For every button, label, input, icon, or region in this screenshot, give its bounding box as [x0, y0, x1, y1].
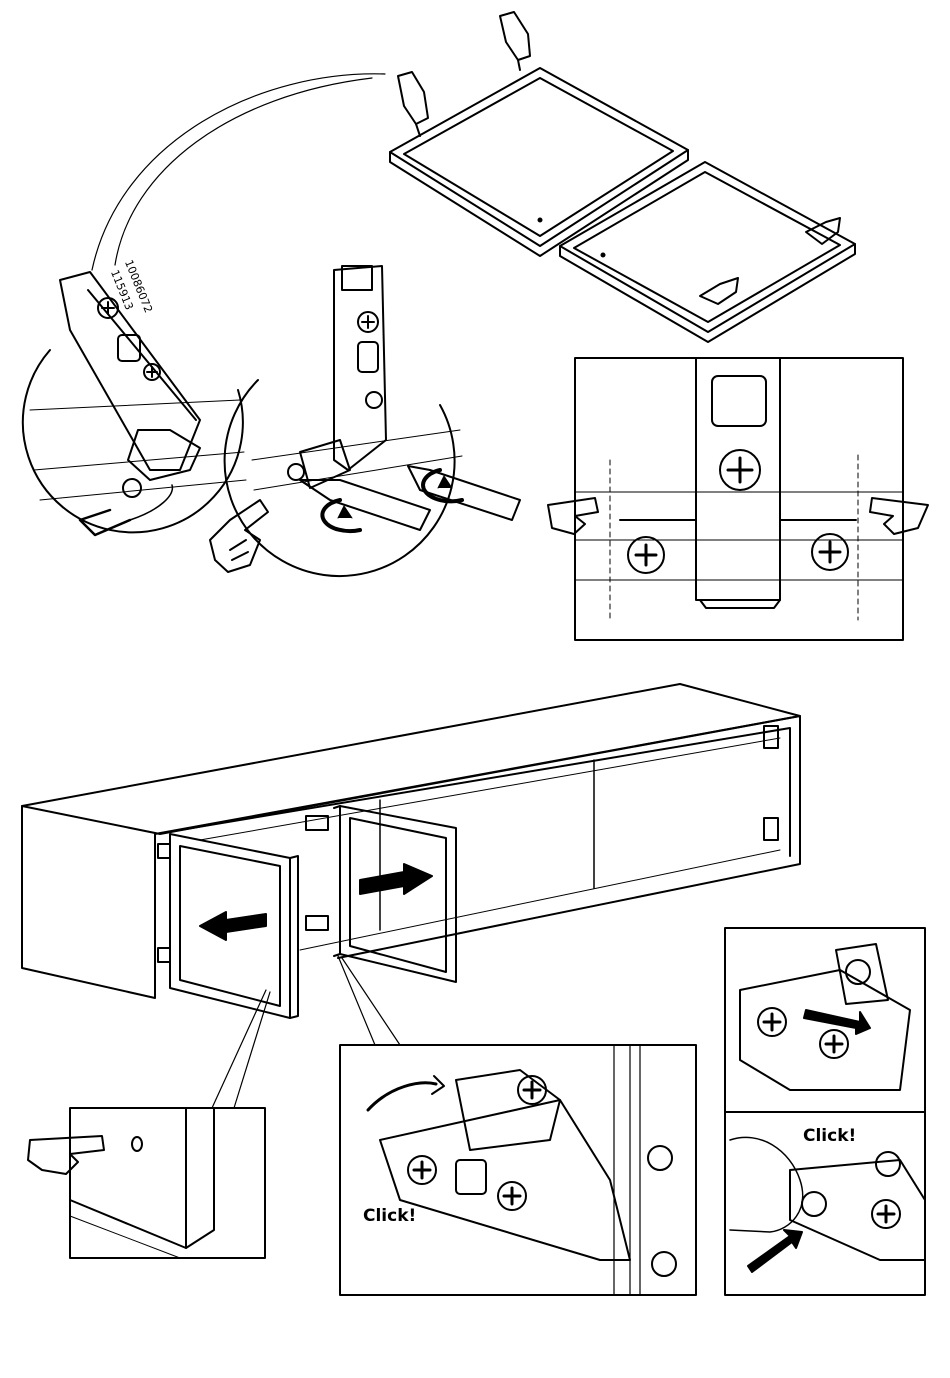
hinge-detail-circle-mid	[225, 266, 520, 576]
alignment-detail-box	[548, 358, 928, 640]
door-frames-top	[390, 12, 855, 342]
hand-pointer-icon	[210, 500, 268, 572]
cabinet	[22, 684, 800, 1018]
arrow-left-icon	[200, 912, 266, 940]
hinge-slide-detail	[725, 928, 925, 1112]
hinge-click-detail	[340, 1045, 696, 1295]
hinge-detail-circle-left	[23, 272, 246, 535]
click-callout: Click!	[363, 1206, 416, 1226]
click-callout: Click!	[803, 1126, 856, 1146]
arrow-right-icon	[360, 864, 432, 894]
door-corner-detail	[28, 1108, 265, 1258]
